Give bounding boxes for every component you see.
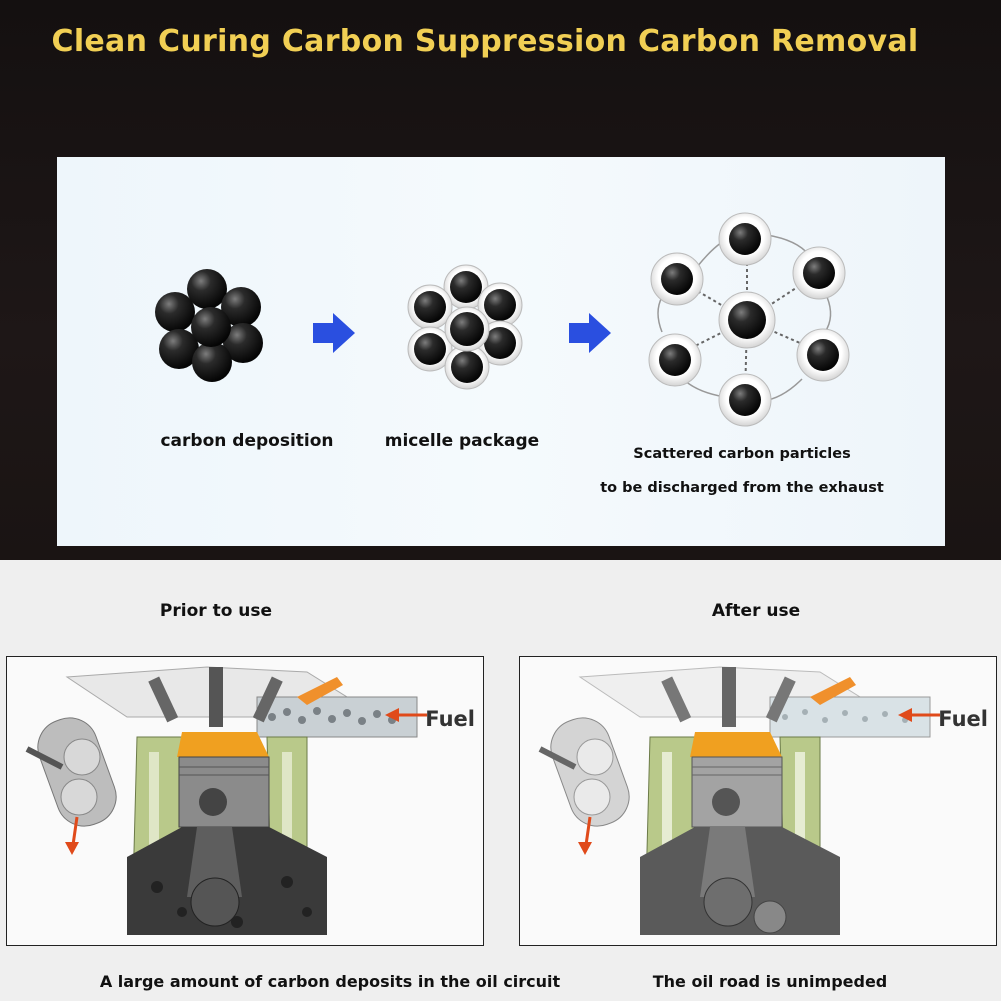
micelle-cluster	[407, 264, 523, 390]
process-diagram-panel: carbon deposition micelle package Scatte…	[57, 157, 945, 546]
stage-label-scattered-line2: to be discharged from the exhaust	[600, 480, 884, 496]
stage-label-scattered-line1: Scattered carbon particles	[633, 446, 851, 462]
carbon-cluster	[155, 269, 263, 382]
arrow-right-icon	[313, 313, 355, 353]
arrow-right-icon	[569, 313, 611, 353]
after-heading: After use	[711, 601, 801, 621]
before-heading: Prior to use	[159, 601, 273, 621]
stage-label-micelle-package: micelle package	[384, 431, 540, 451]
engine-after-figure: Fuel	[519, 656, 997, 946]
scattered-particles	[648, 212, 850, 427]
page-title: Clean Curing Carbon Suppression Carbon R…	[51, 24, 919, 59]
engine-before-figure: Fuel	[6, 656, 484, 946]
fuel-label-before: Fuel	[425, 707, 475, 731]
after-caption: The oil road is unimpeded	[652, 972, 888, 991]
before-caption: A large amount of carbon deposits in the…	[99, 972, 561, 991]
process-diagram	[155, 212, 850, 427]
fuel-label-after: Fuel	[938, 707, 988, 731]
stage-label-carbon-deposition: carbon deposition	[160, 431, 334, 451]
